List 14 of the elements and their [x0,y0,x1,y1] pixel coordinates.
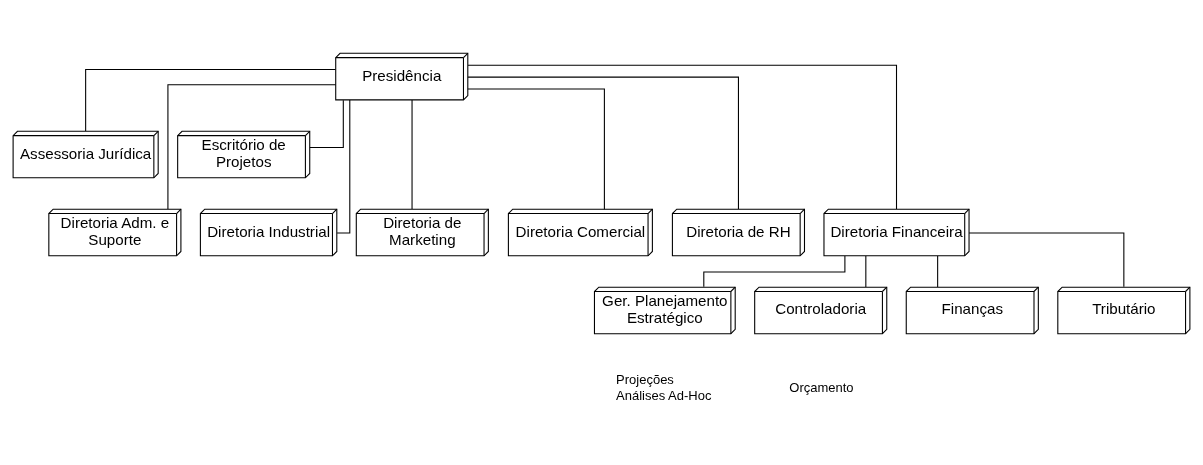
node-label: Análises Ad-Hoc [616,387,712,403]
connector [309,99,344,149]
connector [467,88,605,210]
connector [968,232,1125,288]
connector [467,76,739,210]
connector [411,99,413,210]
connector [85,69,337,132]
connector [336,99,351,234]
connector [467,64,898,210]
connector [937,255,939,288]
node-label: Orçamento [789,380,854,396]
node-label: Projeções [616,371,674,387]
connector [167,84,337,210]
connector [865,255,867,288]
